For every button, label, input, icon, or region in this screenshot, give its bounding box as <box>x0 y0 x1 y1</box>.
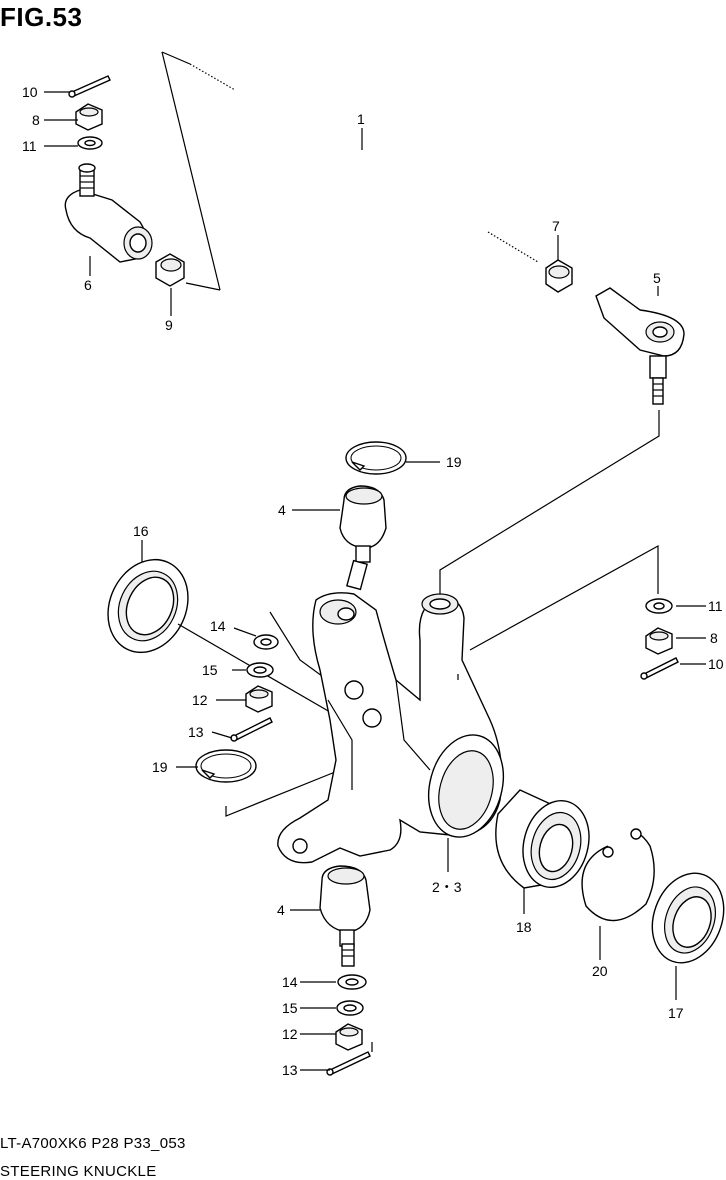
oil-seal-17[interactable] <box>640 863 726 973</box>
callout-8-lower: 8 <box>710 630 718 646</box>
callout-17: 17 <box>668 1005 684 1021</box>
lock-nut-9[interactable] <box>155 253 185 287</box>
callout-13-upper: 13 <box>188 724 204 740</box>
callout-12-lower: 12 <box>282 1026 298 1042</box>
cotter-pin-10-upper[interactable] <box>68 75 111 98</box>
cotter-pin-13-lower[interactable] <box>326 1042 373 1076</box>
washer-14-upper[interactable] <box>253 634 279 650</box>
circlip-20[interactable] <box>581 828 655 922</box>
callout-20: 20 <box>592 963 608 979</box>
callout-19-upper: 19 <box>446 454 462 470</box>
callout-11-upper: 11 <box>22 138 37 154</box>
tie-rod[interactable] <box>189 63 542 271</box>
callout-4-upper: 4 <box>278 502 286 518</box>
washer-14-lower[interactable] <box>337 974 367 990</box>
callout-16: 16 <box>133 523 149 539</box>
wheel-bearing-18[interactable] <box>495 789 598 895</box>
callout-15-lower: 15 <box>282 1000 298 1016</box>
circlip-19-lower[interactable] <box>195 749 257 783</box>
ball-joint-4-lower[interactable] <box>319 865 371 967</box>
callout-14-lower: 14 <box>282 974 298 990</box>
callout-8-upper: 8 <box>32 112 40 128</box>
castle-nut-8-lower[interactable] <box>645 627 673 655</box>
cotter-pin-13-upper[interactable] <box>230 717 273 742</box>
callout-2-3: 2・3 <box>432 879 462 895</box>
callout-15-upper: 15 <box>202 662 218 678</box>
callout-9: 9 <box>165 317 173 333</box>
callout-4-lower: 4 <box>277 902 285 918</box>
ball-joint-4-upper[interactable] <box>339 485 387 591</box>
lock-nut-7[interactable] <box>545 259 573 293</box>
washer-15-upper[interactable] <box>246 662 274 678</box>
callout-6: 6 <box>84 277 92 293</box>
washer-15-lower[interactable] <box>336 1000 364 1016</box>
callout-7: 7 <box>552 218 560 234</box>
callout-10-lower: 10 <box>708 656 724 672</box>
cotter-pin-10-lower[interactable] <box>640 657 679 680</box>
castle-nut-12-lower[interactable] <box>335 1023 363 1051</box>
model-code: LT-A700XK6 P28 P33_053 <box>0 1135 186 1152</box>
callout-10-upper: 10 <box>22 84 38 100</box>
washer-11-upper[interactable] <box>77 136 103 150</box>
circlip-19-upper[interactable] <box>345 441 407 475</box>
callout-5: 5 <box>653 270 661 286</box>
figure-title: FIG.53 <box>0 2 83 32</box>
callout-14-upper: 14 <box>210 618 226 634</box>
tie-rod-end-6[interactable] <box>64 163 153 263</box>
castle-nut-12-upper[interactable] <box>245 685 273 713</box>
callout-1: 1 <box>357 111 365 127</box>
callout-13-lower: 13 <box>282 1062 298 1078</box>
tie-rod-end-5[interactable] <box>595 287 685 405</box>
castle-nut-8-upper[interactable] <box>75 103 103 131</box>
steering-knuckle[interactable] <box>277 592 514 864</box>
callout-11-lower: 11 <box>708 598 723 614</box>
section-name: STEERING KNUCKLE <box>0 1163 157 1180</box>
callout-12-upper: 12 <box>192 692 208 708</box>
callout-19-lower: 19 <box>152 759 168 775</box>
washer-11-lower[interactable] <box>645 598 673 614</box>
oil-seal-16[interactable] <box>93 546 202 665</box>
callout-18: 18 <box>516 919 532 935</box>
